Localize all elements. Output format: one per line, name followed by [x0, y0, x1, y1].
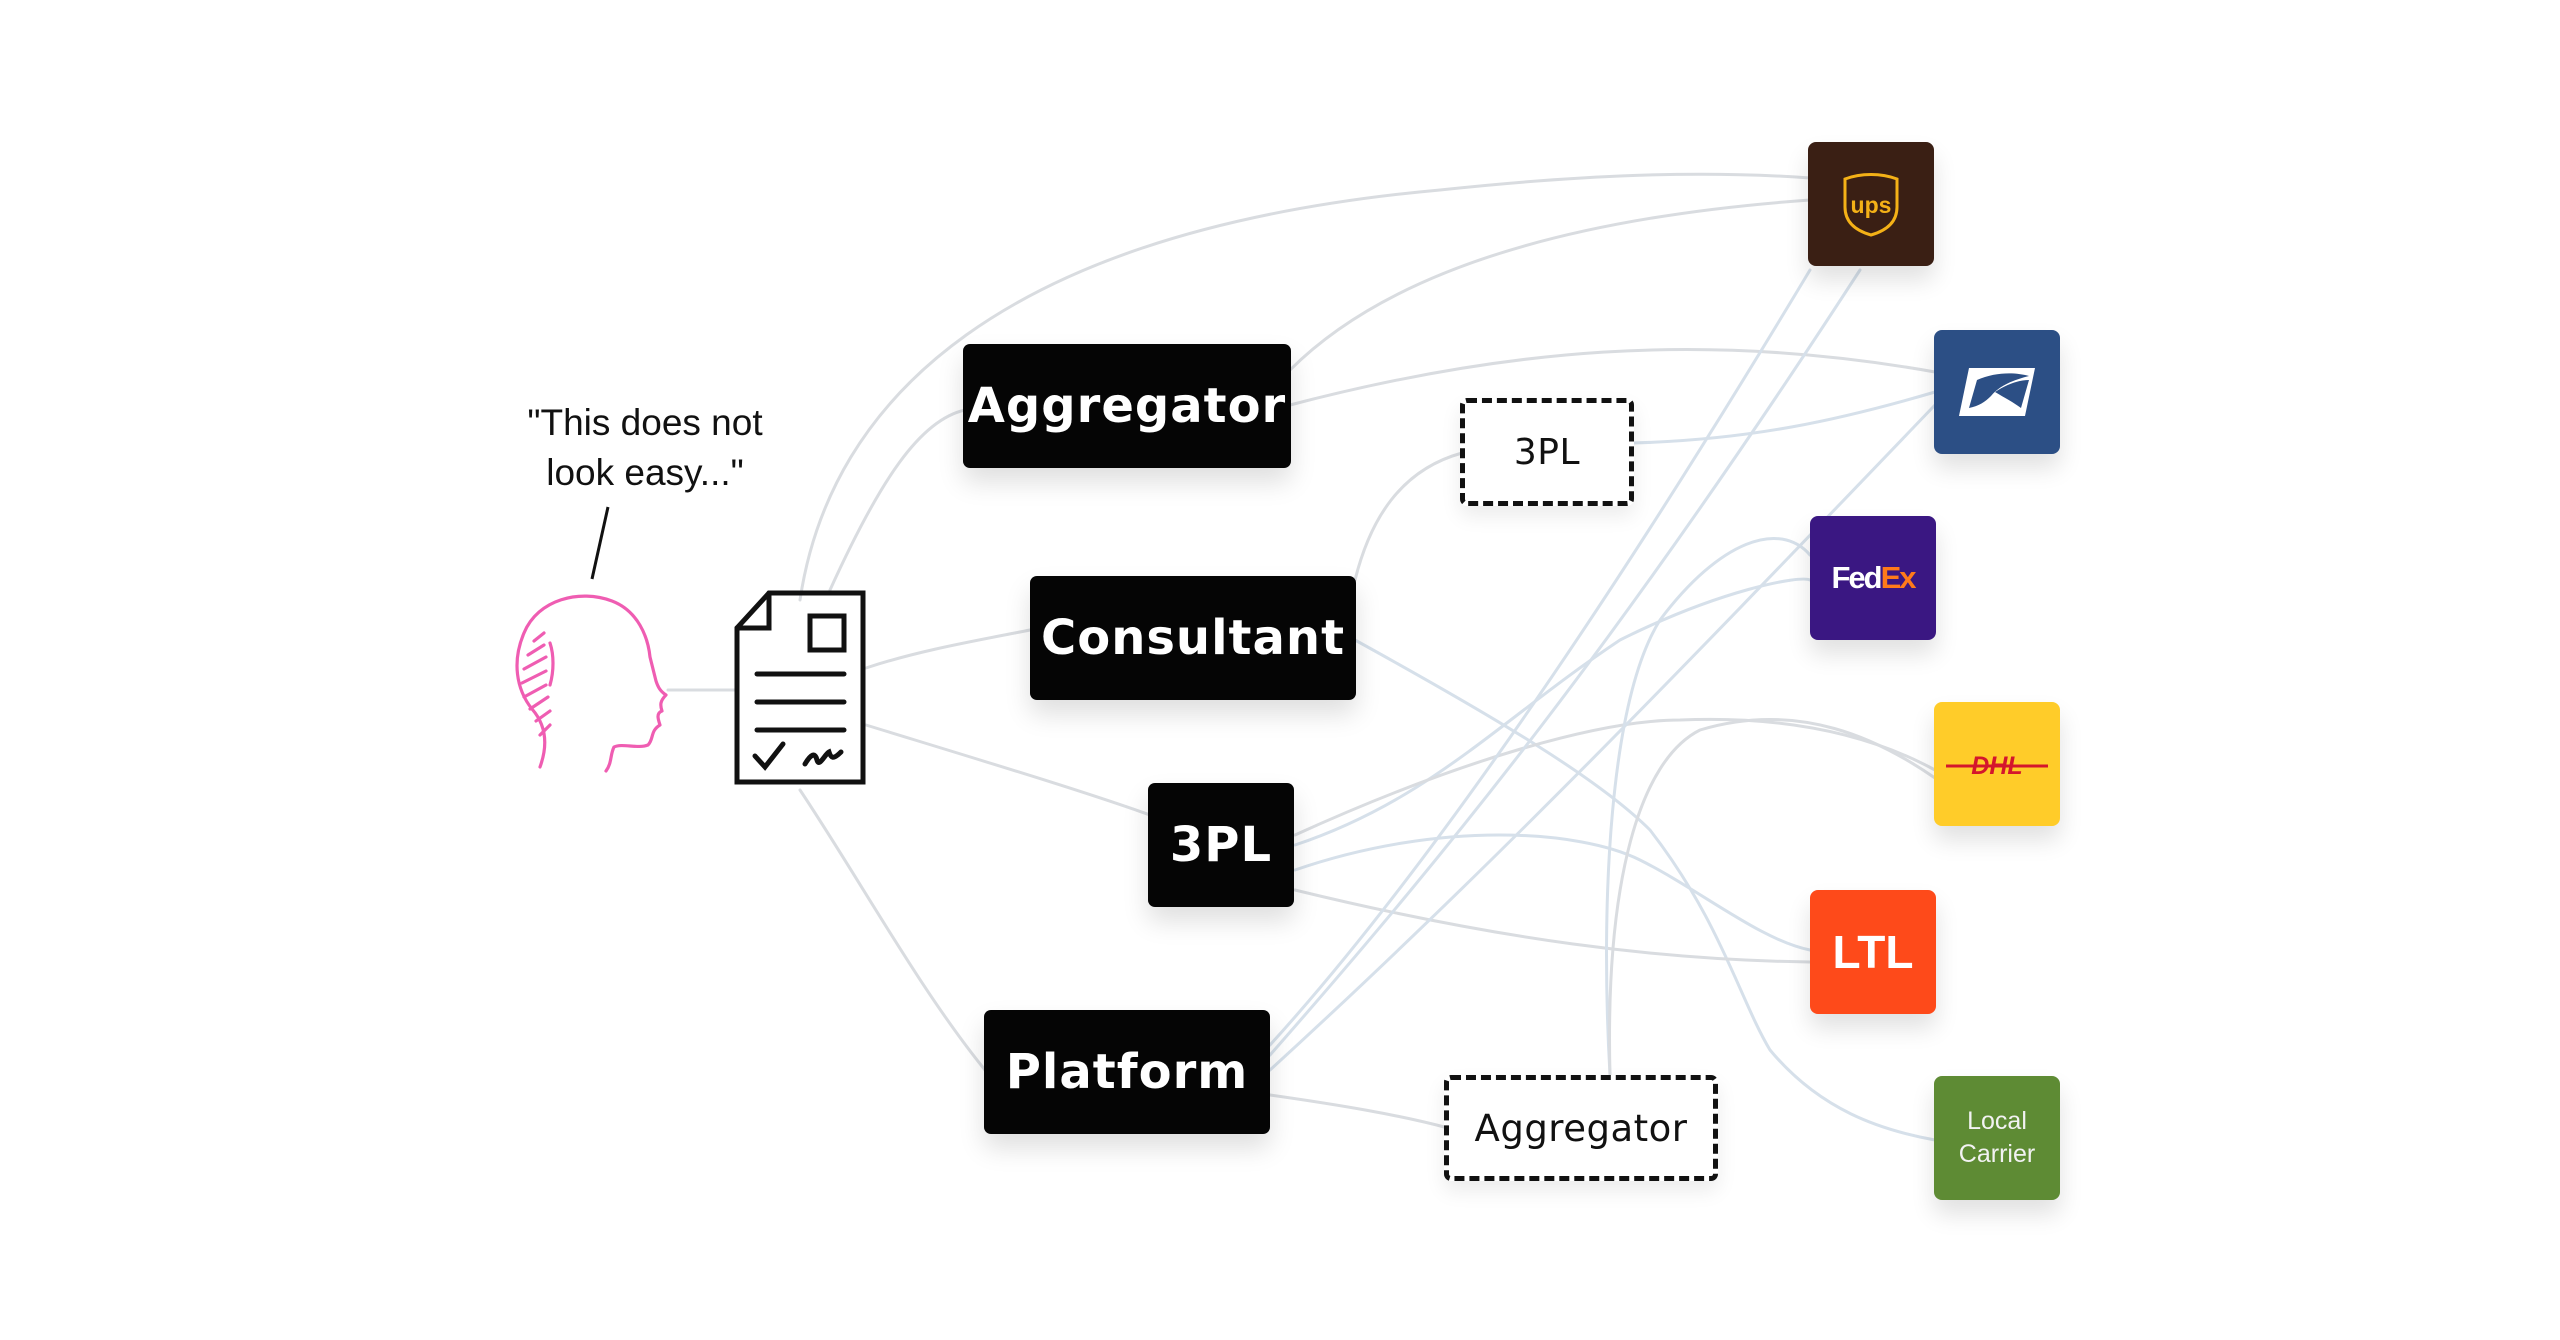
consultant-node[interactable]: Consultant: [1030, 576, 1356, 700]
aggregator-dashed-label: Aggregator: [1474, 1106, 1688, 1150]
dhl-carrier[interactable]: DHL: [1934, 702, 2060, 826]
usps-carrier[interactable]: [1934, 330, 2060, 454]
3pl-dashed-node[interactable]: 3PL: [1460, 398, 1634, 506]
aggregator-node[interactable]: Aggregator: [963, 344, 1291, 468]
local-carrier[interactable]: Local Carrier: [1934, 1076, 2060, 1200]
ups-carrier[interactable]: ups: [1808, 142, 1934, 266]
ups-logo-text: ups: [1851, 192, 1892, 218]
quote-line-2: look easy...": [546, 452, 744, 493]
fedex-logo-ex: Ex: [1880, 560, 1917, 595]
aggregator-dashed-node[interactable]: Aggregator: [1444, 1075, 1718, 1181]
local-carrier-line-1: Local: [1967, 1107, 2027, 1135]
platform-node[interactable]: Platform: [984, 1010, 1270, 1134]
dhl-logo-text: DHL: [1971, 752, 2022, 780]
person-head-icon: [515, 594, 668, 773]
quote-pointer-line: [590, 506, 610, 580]
platform-label: Platform: [1005, 1044, 1249, 1100]
local-carrier-line-2: Carrier: [1958, 1140, 2036, 1168]
quote-line-1: "This does not: [527, 402, 763, 443]
aggregator-label: Aggregator: [967, 378, 1287, 434]
ltl-label: LTL: [1832, 926, 1914, 978]
quote-bubble: "This does not look easy...": [475, 398, 815, 498]
3pl-node[interactable]: 3PL: [1148, 783, 1294, 907]
fedex-logo-fed: Fed: [1831, 560, 1882, 595]
3pl-dashed-label: 3PL: [1513, 431, 1581, 473]
usps-eagle-logo: [1959, 368, 2035, 416]
3pl-label: 3PL: [1169, 817, 1273, 873]
contract-document-icon: [734, 590, 866, 785]
dhl-logo: DHL: [1946, 752, 2048, 780]
ups-logo: ups: [1843, 173, 1899, 237]
fedex-carrier[interactable]: FedEx: [1810, 516, 1936, 640]
fedex-logo: FedEx: [1831, 560, 1917, 596]
consultant-label: Consultant: [1040, 610, 1346, 666]
ltl-carrier[interactable]: LTL: [1810, 890, 1936, 1014]
